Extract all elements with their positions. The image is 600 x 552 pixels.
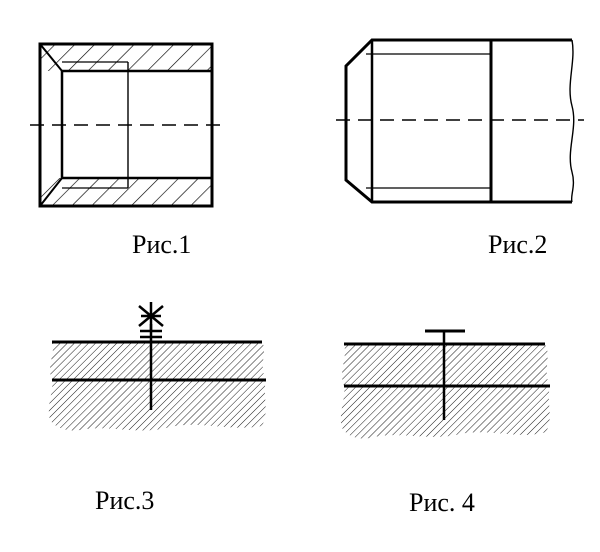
fig1-top-wall-hatch — [40, 44, 212, 71]
figure-4-caption: Рис. 4 — [409, 488, 475, 517]
figure-3-caption: Рис.3 — [95, 486, 155, 515]
fig4-lower-layer — [340, 386, 550, 439]
fig3-upper-layer — [50, 342, 267, 380]
figure-3-weld-section — [48, 302, 267, 431]
figure-1-internal-thread — [30, 42, 222, 208]
figure-2-caption: Рис.2 — [488, 230, 548, 259]
fig3-lower-layer — [48, 380, 266, 431]
fig4-upper-layer — [342, 344, 550, 386]
fig3-asterisk-icon — [138, 302, 164, 330]
fig1-bottom-wall-hatch — [40, 178, 212, 206]
figure-1-caption: Рис.1 — [132, 230, 192, 259]
fig2-outer-contour — [344, 38, 572, 204]
fig2-break-line — [569, 39, 575, 203]
figure-4-weld-section — [340, 329, 550, 439]
figure-2-external-thread — [336, 38, 584, 204]
